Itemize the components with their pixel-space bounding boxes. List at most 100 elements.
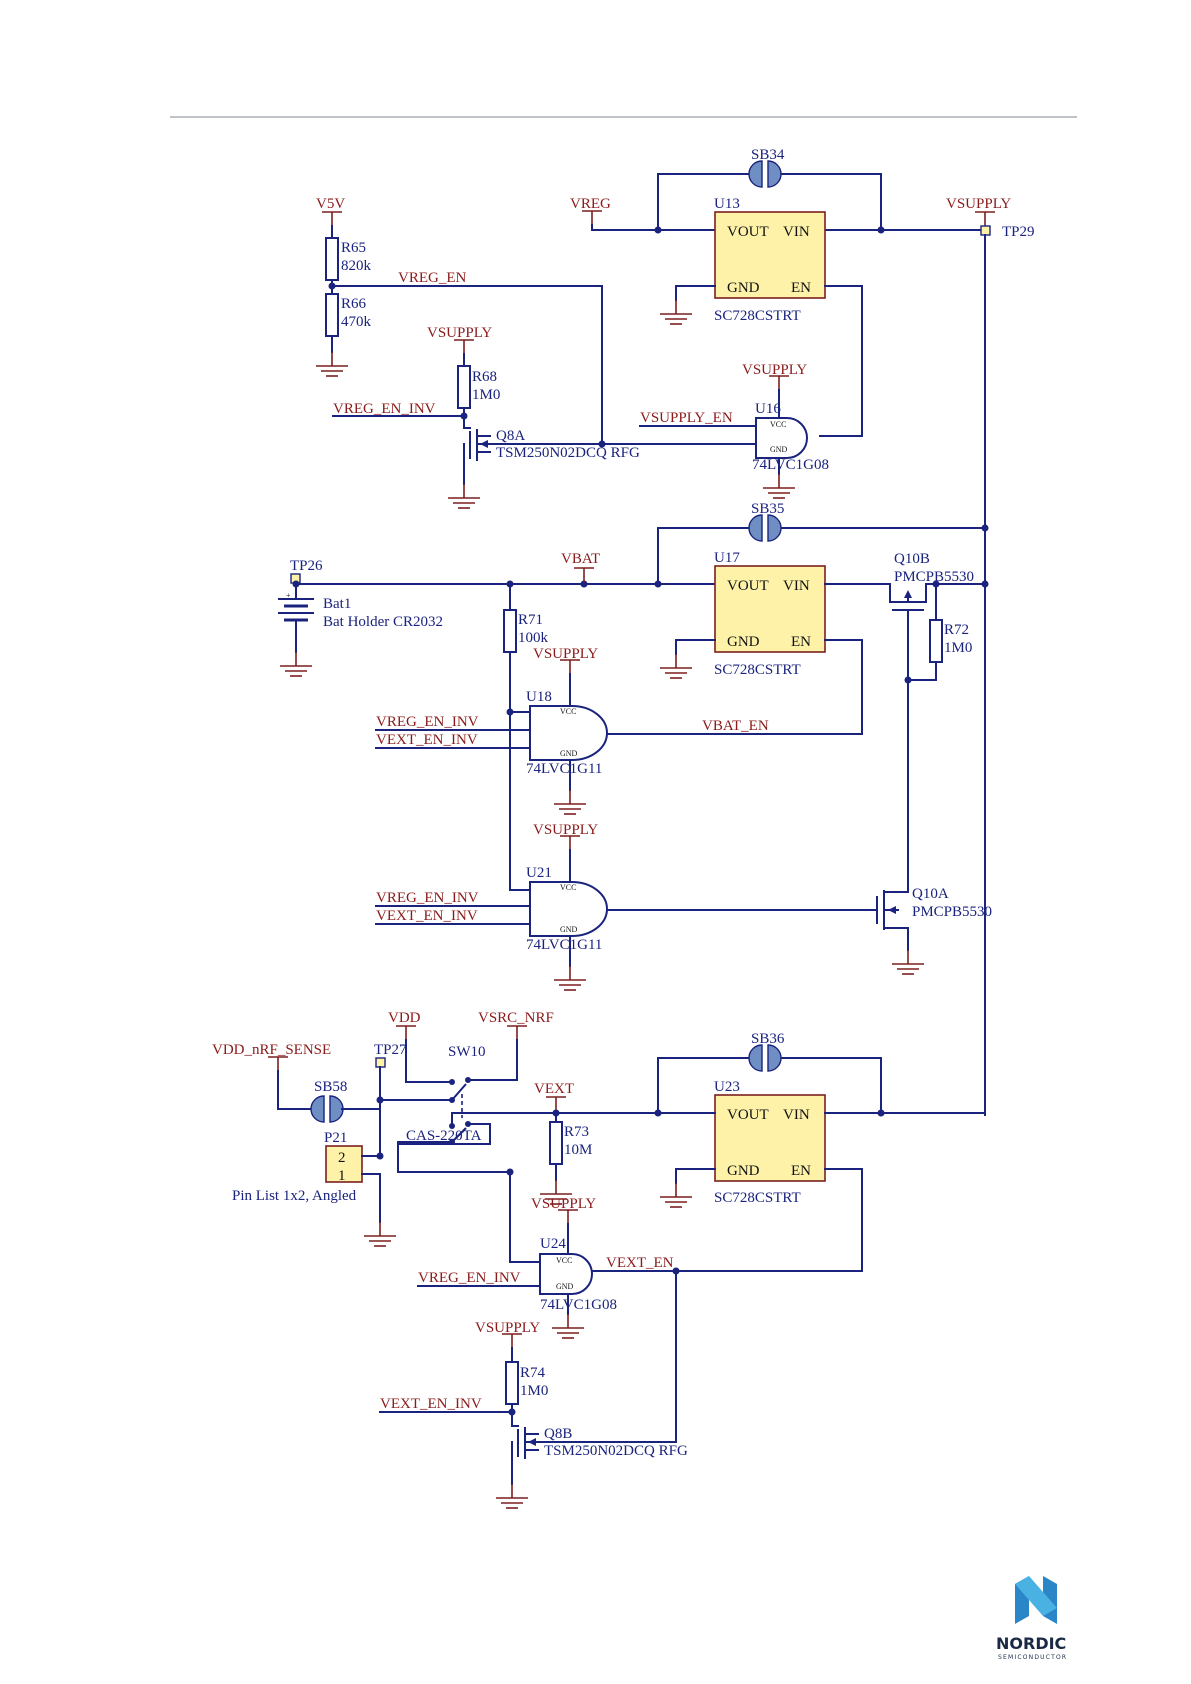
r73-label: R73 <box>564 1124 589 1140</box>
u16-vcc-pin: VCC <box>770 420 786 429</box>
regulator-u23 <box>714 1094 826 1182</box>
r71-label: R71 <box>518 612 543 628</box>
nordic-logo-text: NORDIC <box>996 1634 1066 1653</box>
r66-label: R66 <box>341 296 367 312</box>
q10a-label: Q10A <box>912 886 949 902</box>
solder-bridge-sb34 <box>748 160 782 188</box>
q8b-label: Q8B <box>544 1426 572 1442</box>
sb58-label: SB58 <box>314 1079 347 1095</box>
u17-gnd-pin: GND <box>727 634 760 650</box>
u24-gnd-pin: GND <box>556 1282 574 1291</box>
u21-value: 74LVC1G11 <box>526 937 602 953</box>
u24-value: 74LVC1G08 <box>540 1297 617 1313</box>
vext-net-label: VEXT <box>534 1081 574 1097</box>
u23-vin-pin: VIN <box>783 1107 810 1123</box>
vsupply-power-flag-u21 <box>559 835 581 851</box>
solder-bridge-sb35 <box>748 514 782 542</box>
u21-vcc-pin: VCC <box>560 883 576 892</box>
u13-vin-pin: VIN <box>783 224 810 240</box>
q10a-value: PMCPB5530 <box>912 904 992 920</box>
sb35-label: SB35 <box>751 501 784 517</box>
vsupply-r68-net-label: VSUPPLY <box>427 325 492 341</box>
q8b-value: TSM250N02DCQ RFG <box>544 1443 688 1459</box>
u21-gnd-pin: GND <box>560 925 578 934</box>
nordic-logo-mark <box>1015 1576 1057 1624</box>
u18-gnd-pin: GND <box>560 749 578 758</box>
p21-pin2: 2 <box>338 1150 346 1166</box>
bat1-label: Bat1 <box>323 596 351 612</box>
p21-label: P21 <box>324 1130 347 1146</box>
q8a-value: TSM250N02DCQ RFG <box>496 445 640 461</box>
vreg-en-net-label: VREG_EN <box>398 270 466 286</box>
regulator-u17 <box>714 565 826 653</box>
vbat-en-net-label: VBAT_EN <box>702 718 769 734</box>
vsupply-power-flag-u18 <box>559 659 581 675</box>
section-vreg: SB34 VREG U13 VOUT VIN GND EN SC728CSTRT… <box>315 147 1035 1116</box>
q10b-value: PMCPB5530 <box>894 569 974 585</box>
vsupply-r74-net-label: VSUPPLY <box>475 1320 540 1336</box>
vreg-en-inv-u18-net-label: VREG_EN_INV <box>376 714 479 730</box>
u16-label: U16 <box>755 401 781 417</box>
vsupply-u21-net-label: VSUPPLY <box>533 822 598 838</box>
vreg-net-label: VREG <box>570 196 611 212</box>
sw10-value: CAS-220TA <box>406 1128 482 1144</box>
vsupply-u18-net-label: VSUPPLY <box>533 646 598 662</box>
u17-en-pin: EN <box>791 634 811 650</box>
vdd-net-label: VDD <box>388 1010 421 1026</box>
u16-value: 74LVC1G08 <box>752 457 829 473</box>
u17-value: SC728CSTRT <box>714 662 801 678</box>
resistor-r71 <box>503 609 517 653</box>
resistor-r66 <box>325 293 339 337</box>
solder-bridge-sb36 <box>748 1044 782 1072</box>
r65-value: 820k <box>341 258 372 274</box>
vext-power-flag <box>545 1096 567 1112</box>
resistor-r68 <box>457 365 471 409</box>
vsupply-u24-net-label: VSUPPLY <box>531 1196 596 1212</box>
p21-value: Pin List 1x2, Angled <box>232 1188 357 1204</box>
mosfet-q8a <box>463 427 491 485</box>
u24-vcc-pin: VCC <box>556 1256 572 1265</box>
r65-label: R65 <box>341 240 366 256</box>
and-gate-u16 <box>755 417 808 459</box>
sb34-label: SB34 <box>751 147 785 163</box>
r68-value: 1M0 <box>472 387 500 403</box>
q8a-label: Q8A <box>496 428 525 444</box>
sw10-label: SW10 <box>448 1044 486 1060</box>
solder-bridge-sb58 <box>310 1095 344 1123</box>
vbat-net-label: VBAT <box>561 551 600 567</box>
vsupply-top-net-label: VSUPPLY <box>946 196 1011 212</box>
tp26-label: TP26 <box>290 558 323 574</box>
vext-en-inv-u18-net-label: VEXT_EN_INV <box>376 732 478 748</box>
q10b-label: Q10B <box>894 551 930 567</box>
vreg-en-inv-u21-net-label: VREG_EN_INV <box>376 890 479 906</box>
p21-pin1: 1 <box>338 1168 346 1184</box>
u13-label: U13 <box>714 196 740 212</box>
resistor-r72 <box>929 619 943 663</box>
vsupply-power-flag-r68 <box>453 339 475 355</box>
section-vbat: SB35 TP26 VBAT + Bat1 Bat Holder CR2032 … <box>278 501 992 991</box>
connector-p21 <box>325 1145 363 1183</box>
testpoint-tp27 <box>375 1057 386 1068</box>
u23-en-pin: EN <box>791 1163 811 1179</box>
u16-gnd-pin: GND <box>770 445 788 454</box>
v5v-net-label: V5V <box>316 196 345 212</box>
r66-value: 470k <box>341 314 372 330</box>
and-gate-u24 <box>539 1253 593 1295</box>
regulator-u13 <box>714 211 826 299</box>
vsupply-power-flag-r74 <box>501 1333 523 1349</box>
nordic-logo-subtext: SEMICONDUCTOR <box>998 1654 1067 1661</box>
u23-value: SC728CSTRT <box>714 1190 801 1206</box>
u23-vout-pin: VOUT <box>727 1107 769 1123</box>
resistor-r73 <box>549 1121 563 1165</box>
u13-vout-pin: VOUT <box>727 224 769 240</box>
vdd-nrf-sense-net-label: VDD_nRF_SENSE <box>212 1042 331 1058</box>
nordic-logo: NORDIC SEMICONDUCTOR <box>996 1576 1067 1661</box>
vsrc-nrf-net-label: VSRC_NRF <box>478 1010 554 1026</box>
u18-label: U18 <box>526 689 552 705</box>
tp27-label: TP27 <box>374 1042 407 1058</box>
resistor-r74 <box>505 1361 519 1405</box>
vsupply-en-net-label: VSUPPLY_EN <box>640 410 733 426</box>
mosfet-q10b <box>889 583 927 681</box>
r74-value: 1M0 <box>520 1383 548 1399</box>
